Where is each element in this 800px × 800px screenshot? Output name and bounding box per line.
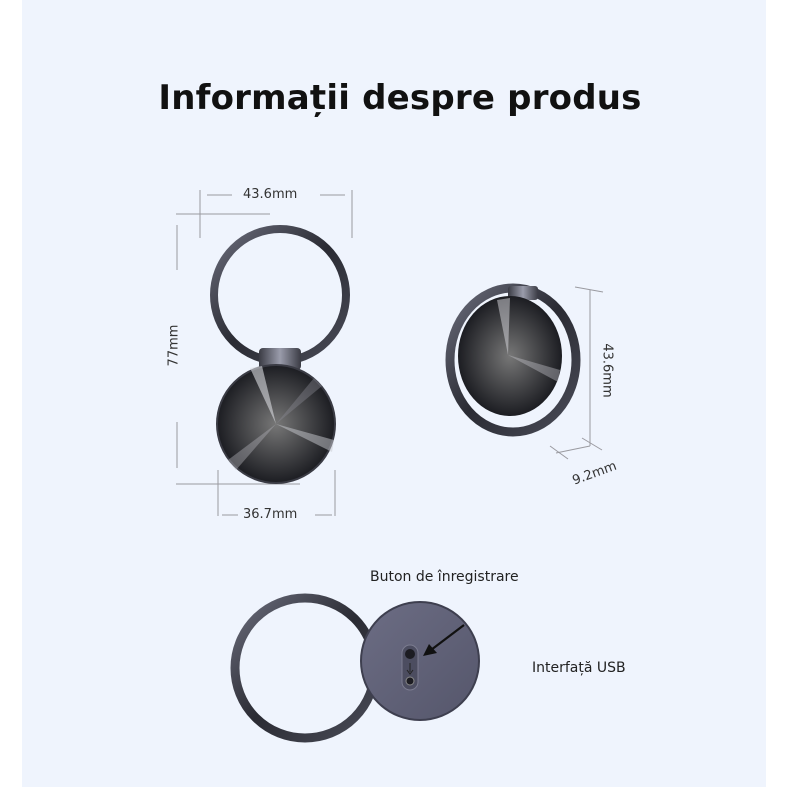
front-height-label: 77mm <box>166 324 182 367</box>
back-ring <box>230 593 380 743</box>
side-diameter-label: 43.6mm <box>599 343 615 398</box>
usb-port-icon <box>405 676 415 686</box>
finger-ring <box>210 225 350 365</box>
front-view <box>176 190 353 516</box>
side-disc <box>458 296 562 416</box>
front-width-bottom-label: 36.7mm <box>243 507 298 522</box>
dimension-lines-side <box>549 286 604 460</box>
dimension-lines-front <box>176 190 353 516</box>
back-plate <box>360 601 480 721</box>
back-view <box>230 593 480 743</box>
record-button-icon <box>405 649 415 659</box>
usb-interface-label: Interfață USB <box>532 660 626 676</box>
side-view <box>445 283 604 460</box>
page-title: Informații despre produs <box>158 78 642 118</box>
front-width-top-label: 43.6mm <box>243 187 298 202</box>
record-button-label: Buton de înregistrare <box>370 569 519 585</box>
arrow-icon <box>423 624 465 656</box>
